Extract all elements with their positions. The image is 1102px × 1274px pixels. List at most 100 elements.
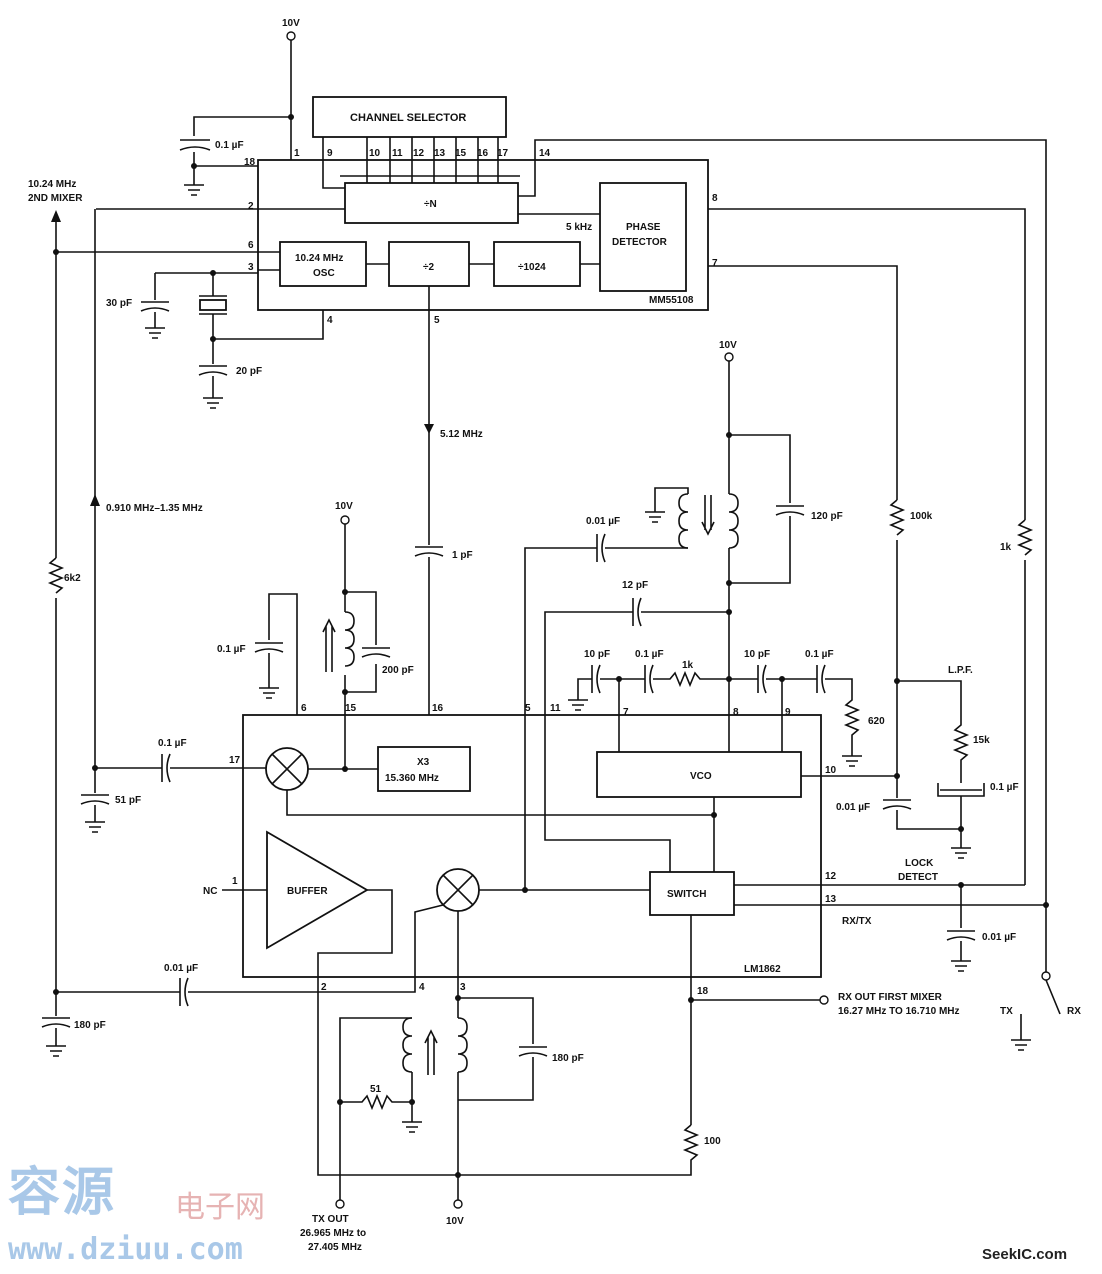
cap-001uf-bottom-label: 0.01 µF bbox=[164, 963, 198, 974]
pf180-left-label: 180 pF bbox=[74, 1020, 106, 1031]
rx-out: RX OUT FIRST MIXER 16.27 MHz TO 16.710 M… bbox=[458, 915, 960, 1176]
r6k2: 6k2 bbox=[47, 252, 81, 992]
pin6-cap: 0.1 µF bbox=[217, 593, 298, 715]
channel-lines bbox=[322, 137, 520, 189]
pf10-a-label: 10 pF bbox=[584, 649, 610, 660]
x3-label-1: X3 bbox=[417, 757, 430, 768]
cap-01uf-17-label: 0.1 µF bbox=[158, 738, 187, 749]
div-n-label: ÷N bbox=[424, 199, 437, 210]
pf12-cap: 12 pF bbox=[544, 580, 732, 872]
watermark-url: www.dziuu.com bbox=[8, 1232, 243, 1267]
switch-label: SWITCH bbox=[667, 889, 706, 900]
pf180-right-label: 180 pF bbox=[552, 1053, 584, 1064]
lm-pin-7: 7 bbox=[623, 707, 629, 718]
phase-detector-label-1: PHASE bbox=[626, 222, 661, 233]
pin-18: 18 bbox=[244, 157, 256, 168]
channel-selector-label: CHANNEL SELECTOR bbox=[350, 112, 466, 124]
lm-pin-8: 8 bbox=[733, 707, 739, 718]
cap-01uf-left-label: 0.1 µF bbox=[217, 644, 246, 655]
rx-tx-switch: TX RX bbox=[1000, 905, 1081, 1051]
watermark-cn: 容源 bbox=[8, 1163, 117, 1223]
phase-detector-block: PHASE DETECTOR bbox=[599, 182, 687, 292]
lm1862-pin-numbers: 6 15 16 5 11 7 8 9 17 10 1 12 13 2 4 3 1… bbox=[229, 703, 837, 997]
cap-001uf-lpf-label: 0.01 µF bbox=[836, 802, 870, 813]
watermark-seekic: SeekIC.com bbox=[982, 1246, 1068, 1263]
pin-12: 12 bbox=[413, 148, 425, 159]
pin-9: 9 bbox=[327, 148, 333, 159]
lm1862-label: LM1862 bbox=[744, 964, 781, 975]
div-n-block: ÷N bbox=[344, 182, 519, 224]
rx-label: RX bbox=[1067, 1006, 1081, 1017]
rx-out-label-2: 16.27 MHz TO 16.710 MHz bbox=[838, 1006, 960, 1017]
pin-2: 2 bbox=[248, 201, 254, 212]
cap-01uf-top-label: 0.1 µF bbox=[215, 140, 244, 151]
vco-block: VCO bbox=[596, 751, 802, 798]
buffer-amplifier: BUFFER NC bbox=[203, 830, 458, 1176]
osc-label-2: OSC bbox=[313, 268, 335, 279]
pin-15: 15 bbox=[455, 148, 467, 159]
div1024-block: ÷1024 bbox=[493, 241, 581, 287]
k1-mid-label: 1k bbox=[682, 660, 694, 671]
pin-3: 3 bbox=[248, 262, 254, 273]
cap-01uf-right-label: 0.1 µF bbox=[805, 649, 834, 660]
pf10-b-label: 10 pF bbox=[744, 649, 770, 660]
lm-pin-15: 15 bbox=[345, 703, 357, 714]
switch-block: SWITCH bbox=[649, 871, 735, 916]
pin3-tank: 51 180 pF TX OUT 26.965 MHz to 27.405 MH… bbox=[300, 911, 584, 1253]
nc-label: NC bbox=[203, 886, 217, 897]
pf30-label: 30 pF bbox=[106, 298, 132, 309]
pin15-tank: 10V 200 pF bbox=[322, 501, 414, 769]
pin-1: 1 bbox=[294, 148, 300, 159]
buffer-label: BUFFER bbox=[287, 886, 328, 897]
channel-selector: CHANNEL SELECTOR bbox=[312, 96, 507, 138]
mixer2-output: 10.24 MHz 2ND MIXER bbox=[28, 179, 280, 255]
osc-block: 10.24 MHz OSC bbox=[279, 241, 367, 287]
lock-detect-label-2: DETECT bbox=[898, 872, 938, 883]
v10-vco-label: 10V bbox=[719, 340, 737, 351]
lm-pin-12: 12 bbox=[825, 871, 837, 882]
tx-label: TX bbox=[1000, 1006, 1013, 1017]
pin-8: 8 bbox=[712, 193, 718, 204]
vco-label: VCO bbox=[690, 771, 712, 782]
v10-bottom-label: 10V bbox=[446, 1216, 464, 1227]
lpf-label: L.P.F. bbox=[948, 665, 973, 676]
watermark-cn2: 电子网 bbox=[175, 1190, 265, 1225]
tx-out-label-3: 27.405 MHz bbox=[308, 1242, 362, 1253]
mixer-lower bbox=[436, 868, 480, 912]
pin-16: 16 bbox=[477, 148, 489, 159]
pf120-label: 120 pF bbox=[811, 511, 843, 522]
r51-label: 51 bbox=[370, 1084, 382, 1095]
cap-001uf-sw-label: 0.01 µF bbox=[982, 932, 1016, 943]
v10-top-label: 10V bbox=[282, 18, 300, 29]
cap-001uf-vco-label: 0.01 µF bbox=[586, 516, 620, 527]
lm-pin-18: 18 bbox=[697, 986, 709, 997]
lm-pin-1: 1 bbox=[232, 876, 238, 887]
lm-pin-4: 4 bbox=[419, 982, 425, 993]
x3-label-2: 15.360 MHz bbox=[385, 773, 439, 784]
k100-label: 100k bbox=[910, 511, 933, 522]
x3-block: X3 15.360 MHz bbox=[377, 746, 471, 792]
pin17-network: 0.1 µF 51 pF bbox=[80, 738, 266, 833]
k6-2-label: 6k2 bbox=[64, 573, 81, 584]
mm55108-label: MM55108 bbox=[649, 295, 694, 306]
vco-input-network: 10 pF 0.1 µF 1k 10 pF 0.1 µF 620 bbox=[568, 649, 885, 767]
rx-out-label-1: RX OUT FIRST MIXER bbox=[838, 992, 943, 1003]
div2-label: ÷2 bbox=[423, 262, 434, 273]
lm-pin-3: 3 bbox=[460, 982, 466, 993]
pin-10: 10 bbox=[369, 148, 381, 159]
lm-pin-17: 17 bbox=[229, 755, 241, 766]
mhz1024-label-2: 2ND MIXER bbox=[28, 193, 83, 204]
cap-01uf-mid-label: 0.1 µF bbox=[635, 649, 664, 660]
pf20-label: 20 pF bbox=[236, 366, 262, 377]
pf12-label: 12 pF bbox=[622, 580, 648, 591]
pin4-network: 0.01 µF 180 pF bbox=[41, 904, 444, 1057]
osc-label-1: 10.24 MHz bbox=[295, 253, 343, 264]
pin-5: 5 bbox=[434, 315, 440, 326]
pf1-label: 1 pF bbox=[452, 550, 473, 561]
phase-detector-label-2: DETECTOR bbox=[612, 237, 668, 248]
khz5-label: 5 kHz bbox=[566, 222, 592, 233]
mm55108-pin-numbers: 1 18 9 10 11 12 13 15 16 17 14 2 6 3 8 7… bbox=[244, 148, 718, 326]
lm-pin-16: 16 bbox=[432, 703, 444, 714]
pin-6: 6 bbox=[248, 240, 254, 251]
